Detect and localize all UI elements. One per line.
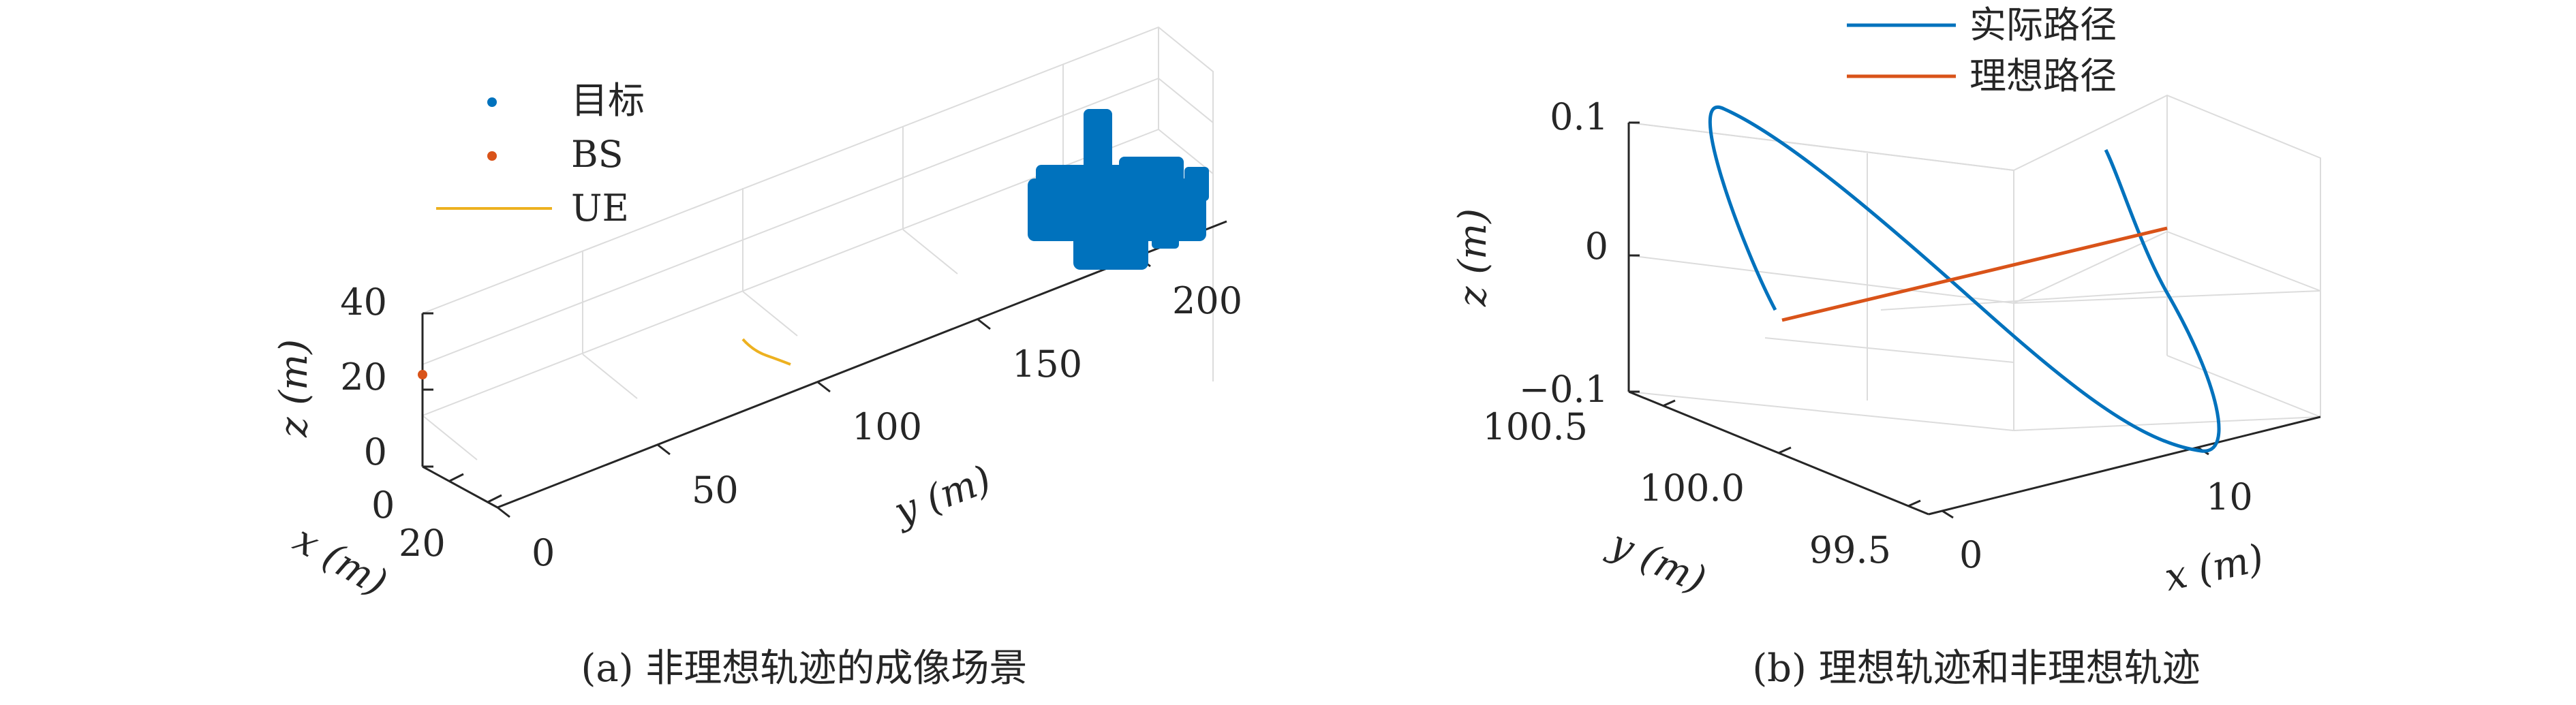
a-z-tick-0: 0 xyxy=(364,430,387,473)
b-legend-actual-label: 实际路径 xyxy=(1969,3,2117,46)
b-z-tick-0: −0.1 xyxy=(1519,368,1608,411)
a-y-tick-3: 150 xyxy=(1012,343,1082,386)
a-series-target xyxy=(1028,109,1209,270)
b-legend-ideal-label: 理想路径 xyxy=(1969,54,2117,97)
panel-b: −0.1 0 0.1 99.5 100.0 100.5 0 10 z (m) y… xyxy=(1451,3,2321,691)
panel-b-axes xyxy=(1627,121,2321,519)
a-caption: (a) 非理想轨迹的成像场景 xyxy=(581,646,1028,691)
panel-a-data xyxy=(418,109,1209,379)
panel-b-data xyxy=(1708,105,2221,453)
b-series-actual-line xyxy=(1708,105,2221,453)
a-ylabel: y (m) xyxy=(887,457,998,535)
b-z-tick-1: 0 xyxy=(1585,225,1608,268)
a-z-tick-2: 40 xyxy=(340,281,387,324)
panel-a-legend: 目标 BS UE xyxy=(436,79,645,230)
b-zlabel: z (m) xyxy=(1451,208,1495,307)
a-legend-ue-label: UE xyxy=(571,187,629,230)
panel-b-tick-labels: −0.1 0 0.1 99.5 100.0 100.5 0 10 xyxy=(1482,95,2252,576)
b-x-tick-0: 0 xyxy=(1959,533,1982,576)
a-x-tick-0: 0 xyxy=(371,484,395,527)
b-x-tick-1: 10 xyxy=(2206,475,2253,518)
panel-a: 0 20 40 0 20 0 50 100 150 200 z (m) x (m… xyxy=(272,26,1242,691)
b-series-ideal-line xyxy=(1781,226,2168,322)
a-y-tick-4: 200 xyxy=(1172,279,1242,322)
a-legend-bs-marker xyxy=(487,151,497,161)
a-legend-target-label: 目标 xyxy=(571,79,645,122)
b-y-tick-2: 100.5 xyxy=(1482,405,1588,448)
a-zlabel: z (m) xyxy=(272,339,316,438)
a-y-tick-2: 100 xyxy=(852,405,922,448)
b-caption: (b) 理想轨迹和非理想轨迹 xyxy=(1752,646,2200,691)
b-z-tick-2: 0.1 xyxy=(1550,95,1608,138)
b-xlabel: x (m) xyxy=(2161,536,2268,600)
a-y-tick-1: 50 xyxy=(692,469,739,512)
a-series-bs-point xyxy=(418,370,427,379)
a-xlabel: x (m) xyxy=(286,517,395,605)
a-series-ue-line xyxy=(741,338,791,366)
panel-b-grid xyxy=(1628,94,2321,431)
a-x-tick-1: 20 xyxy=(399,522,446,565)
panel-b-legend: 实际路径 理想路径 xyxy=(1847,3,2117,97)
a-z-tick-1: 20 xyxy=(340,356,387,398)
b-y-tick-1: 100.0 xyxy=(1639,467,1745,510)
a-legend-bs-label: BS xyxy=(571,133,624,176)
b-ylabel: y (m) xyxy=(1601,520,1713,602)
b-y-tick-0: 99.5 xyxy=(1809,529,1891,571)
panel-a-tick-labels: 0 20 40 0 20 0 50 100 150 200 xyxy=(340,279,1242,574)
a-legend-target-marker xyxy=(487,97,497,107)
a-y-tick-0: 0 xyxy=(532,531,555,574)
